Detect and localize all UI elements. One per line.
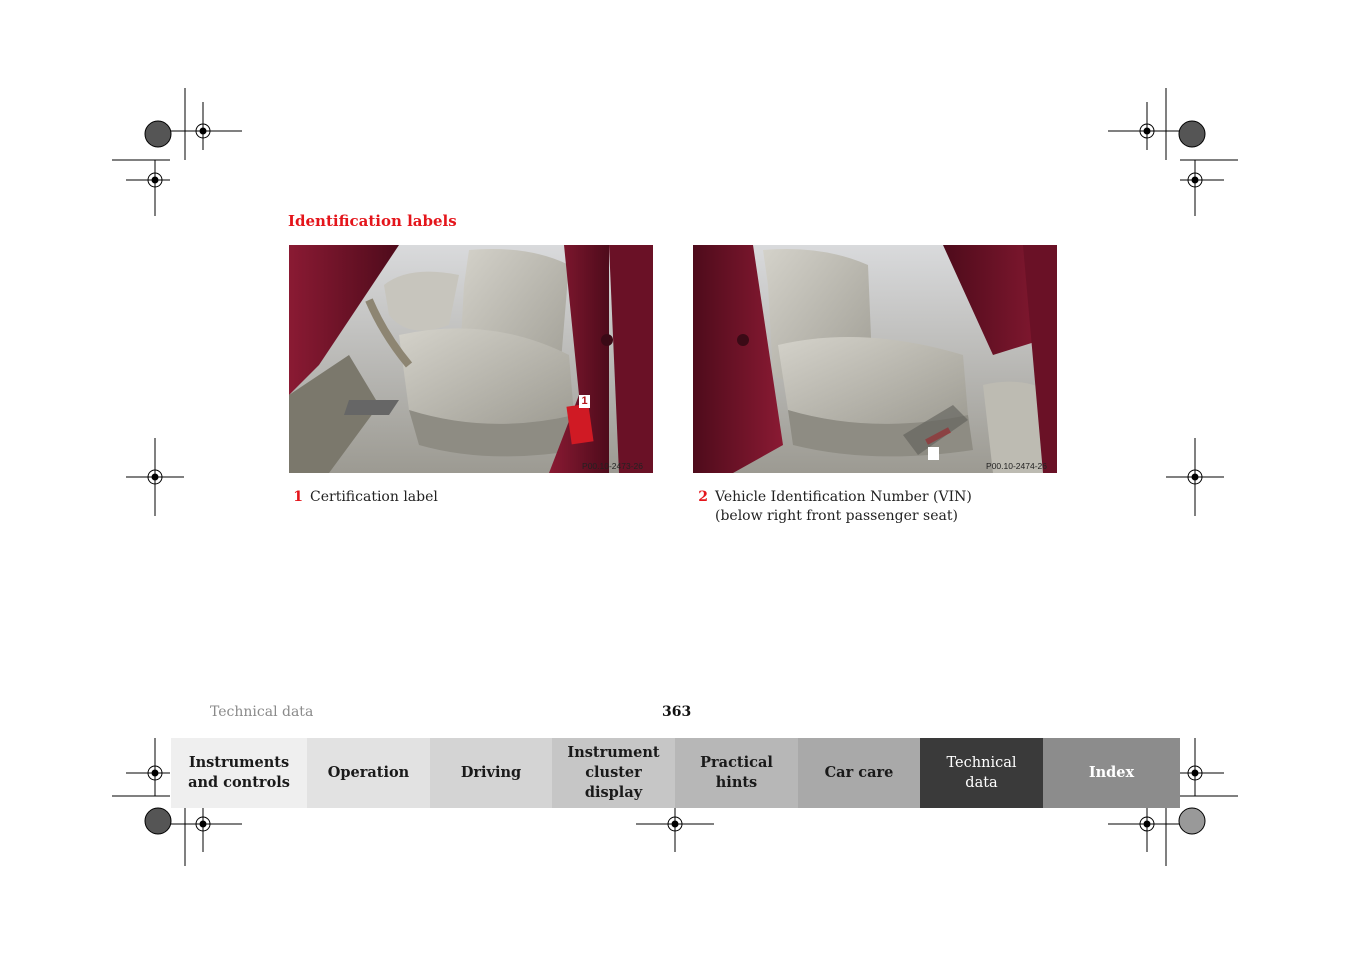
figure-code: P00.10-2474-26 — [986, 461, 1047, 471]
tab-instrument-cluster-display[interactable]: Instrument cluster display — [552, 738, 675, 808]
footer-section-name: Technical data — [210, 704, 314, 720]
tab-practical-hints[interactable]: Practical hints — [675, 738, 798, 808]
tab-label: Instrument — [567, 744, 660, 761]
tab-index[interactable]: Index — [1043, 738, 1180, 808]
tab-label: and controls — [188, 774, 290, 791]
tab-label: Instruments — [188, 754, 290, 771]
tab-label: cluster display — [584, 764, 643, 801]
tab-label: Practical hints — [700, 754, 773, 791]
tab-operation[interactable]: Operation — [307, 738, 430, 808]
callout-2 — [928, 447, 939, 460]
tab-driving[interactable]: Driving — [430, 738, 552, 808]
caption-number: 1 — [293, 489, 303, 505]
figure-vin-label: P00.10-2474-26 — [693, 245, 1057, 473]
caption-text: Certification label — [310, 489, 438, 505]
caption-number: 2 — [698, 489, 708, 505]
figure-code: P00.10-2473-26 — [582, 461, 643, 471]
tab-label: Driving — [460, 764, 522, 781]
section-title: Identification labels — [288, 212, 457, 230]
chapter-tab-bar: Instruments and controls Operation Drivin… — [171, 738, 1180, 808]
tab-label: Technical — [946, 755, 1017, 771]
tab-label: Car care — [824, 764, 894, 781]
tab-instruments-and-controls[interactable]: Instruments and controls — [171, 738, 307, 808]
caption-vin: 2 Vehicle Identification Number (VIN) (bel… — [690, 488, 972, 526]
tab-label: Index — [1088, 764, 1135, 781]
tab-label: data — [965, 775, 998, 791]
tab-label: Operation — [327, 764, 410, 781]
figure-certification-label: 1 P00.10-2473-26 — [289, 245, 653, 473]
tab-technical-data[interactable]: Technical data — [920, 738, 1043, 808]
passenger-seat-illustration — [693, 245, 1057, 473]
caption-certification-label: 1 Certification label — [285, 488, 438, 507]
tab-car-care[interactable]: Car care — [798, 738, 920, 808]
caption-text-line-1: Vehicle Identification Number (VIN) — [715, 489, 972, 505]
driver-seat-illustration — [289, 245, 653, 473]
callout-1: 1 — [579, 395, 590, 408]
page-number: 363 — [662, 704, 692, 720]
caption-text-line-2: (below right front passenger seat) — [715, 508, 958, 524]
